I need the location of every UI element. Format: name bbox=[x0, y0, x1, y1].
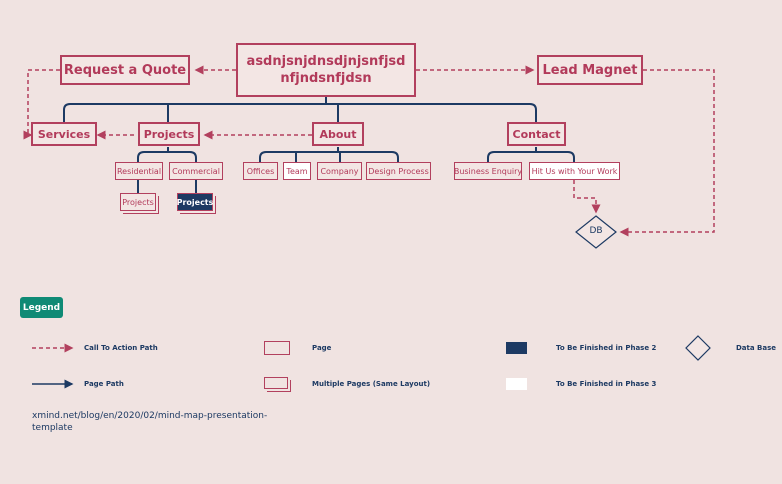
legend-page-path-label: Page Path bbox=[84, 380, 124, 388]
offices-node[interactable]: Offices bbox=[243, 162, 278, 180]
hit-us-node[interactable]: Hit Us with Your Work bbox=[529, 162, 620, 180]
commercial-node[interactable]: Commercial bbox=[169, 162, 223, 180]
lead-magnet-node[interactable]: Lead Magnet bbox=[537, 55, 643, 85]
legend-multiple-pages-swatch bbox=[264, 377, 288, 389]
design-process-node[interactable]: Design Process bbox=[366, 162, 431, 180]
contact-node[interactable]: Contact bbox=[507, 122, 566, 146]
team-node[interactable]: Team bbox=[283, 162, 311, 180]
legend-phase2-label: To Be Finished in Phase 2 bbox=[556, 344, 657, 352]
legend-badge: Legend bbox=[20, 297, 63, 318]
root-line-1: asdnjsnjdnsdjnjsnfjsd bbox=[246, 54, 406, 69]
legend-database-label: Data Base bbox=[736, 344, 777, 352]
projects-node[interactable]: Projects bbox=[138, 122, 200, 146]
company-node[interactable]: Company bbox=[317, 162, 362, 180]
about-node[interactable]: About bbox=[312, 122, 364, 146]
root-node[interactable]: asdnjsnjdnsdjnjsnfjsd nfjndsnfjdsn bbox=[236, 43, 416, 97]
db-label: DB bbox=[589, 226, 603, 236]
root-line-2: nfjndsnfjdsn bbox=[280, 71, 372, 86]
request-quote-node[interactable]: Request a Quote bbox=[60, 55, 190, 85]
legend-page-label: Page bbox=[312, 344, 332, 352]
database-diamond bbox=[575, 215, 617, 249]
projects-commercial-node[interactable]: Projects bbox=[177, 193, 213, 211]
legend-phase3-label: To Be Finished in Phase 3 bbox=[556, 380, 657, 388]
legend-phase2-swatch bbox=[506, 342, 527, 354]
legend-multiple-pages-label: Multiple Pages (Same Layout) bbox=[312, 380, 431, 388]
services-node[interactable]: Services bbox=[31, 122, 97, 146]
residential-node[interactable]: Residential bbox=[115, 162, 163, 180]
legend-page-swatch bbox=[264, 341, 290, 355]
business-enquiry-node[interactable]: Business Enquiry bbox=[454, 162, 522, 180]
source-url: xmind.net/blog/en/2020/02/mind-map-prese… bbox=[32, 411, 268, 433]
legend-cta-label: Call To Action Path bbox=[84, 344, 158, 352]
legend-phase3-swatch bbox=[506, 378, 527, 390]
projects-residential-node[interactable]: Projects bbox=[120, 193, 156, 211]
